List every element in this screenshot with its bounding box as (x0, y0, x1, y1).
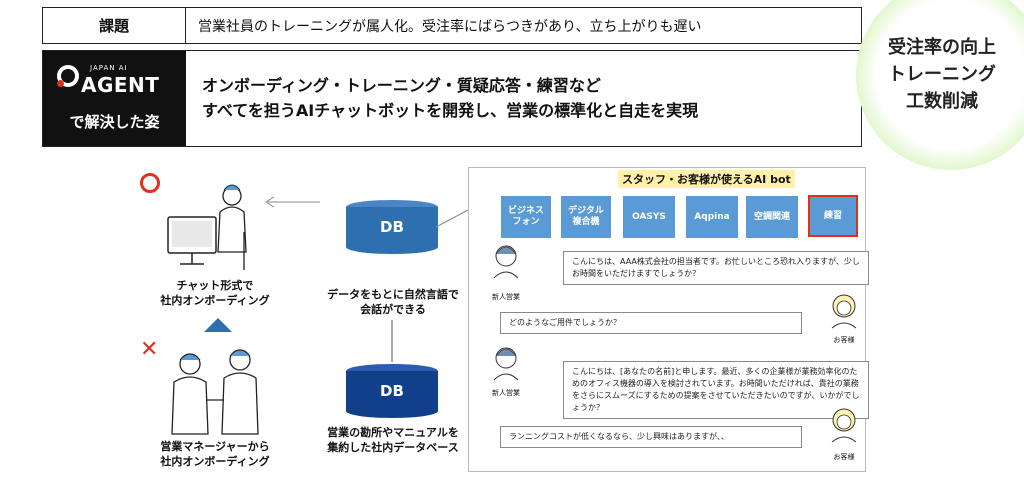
problem-text: 営業社員のトレーニングが属人化。受注率にばらつきがあり、立ち上がりも遅い (198, 18, 702, 35)
solution-text: オンボーディング・トレーニング・質疑応答・練習など すべてを担うAIチャットボッ… (186, 51, 861, 146)
problem-tag: 課題 (43, 8, 186, 43)
outcome-line-1: 受注率の向上 (888, 37, 996, 58)
chat-caption-line-2: 会話ができる (360, 303, 426, 316)
outcome-text: 受注率の向上 トレーニング 工数削減 (872, 34, 1012, 115)
msg-1: こんにちは、AAA株式会社の担当者です。お忙しいところ恐れ入りますが、少しお時間… (563, 251, 869, 285)
brand-logo: JAPAN AI AGENT で解決した姿 (43, 51, 186, 146)
customer-avatar-2-icon (831, 408, 857, 443)
db-bottom: DB (346, 364, 438, 418)
flow-arrow-up (391, 320, 393, 362)
brand-big: AGENT (81, 73, 160, 97)
brand-small: JAPAN AI (90, 64, 128, 72)
staff-avatar-2-icon (493, 347, 519, 381)
db-caption-line-1: 営業の勘所やマニュアルを (327, 426, 459, 439)
bad-mark-icon: ✕ (140, 337, 159, 362)
panel-title: スタッフ・お客様が使えるAI bot (618, 170, 795, 188)
outcome-line-2: トレーニング (888, 64, 996, 85)
msg-3: こんにちは、[あなたの名前]と申します。最近、多くの企業様が業務効率化のためのオ… (563, 361, 869, 419)
bad-caption-line-1: 営業マネージャーから (160, 440, 270, 453)
outcome-line-3: 工数削減 (906, 91, 978, 112)
outcome-bubble (856, 0, 1024, 170)
msg-4: ランニングコストが低くなるなら、少し興味はありますが、、 (500, 426, 802, 448)
db-top-base (346, 240, 438, 254)
chip-aqpina[interactable]: Aqpina (686, 196, 738, 238)
manager-meeting-illustration (171, 349, 259, 435)
db-caption-line-2: 集約した社内データベース (327, 441, 459, 454)
bad-caption: 営業マネージャーから 社内オンボーディング (150, 439, 280, 469)
problem-row: 課題 営業社員のトレーニングが属人化。受注率にばらつきがあり、立ち上がりも遅い (42, 7, 862, 44)
db-caption: 営業の勘所やマニュアルを 集約した社内データベース (318, 425, 468, 455)
msg-4-speaker: お客様 (833, 453, 855, 461)
upgrade-triangle-icon (204, 318, 232, 332)
flow-arrow-left (265, 196, 320, 208)
good-mark-icon (140, 173, 160, 193)
msg-2: どのようなご用件でしょうか？ (500, 312, 802, 334)
msg-1-speaker: 新人営業 (492, 293, 520, 301)
solution-line-1: オンボーディング・トレーニング・質疑応答・練習など (202, 76, 601, 95)
good-caption-line-1: チャット形式で (176, 279, 254, 292)
db-top: DB (346, 200, 438, 254)
logo-ring-icon (57, 65, 79, 87)
chip-practice[interactable]: 練習 (808, 195, 858, 237)
chat-caption: データをもとに自然言語で 会話ができる (318, 287, 468, 317)
msg-3-speaker: 新人営業 (492, 389, 520, 397)
msg-2-speaker: お客様 (833, 336, 855, 344)
solution-row: JAPAN AI AGENT で解決した姿 オンボーディング・トレーニング・質疑… (42, 50, 862, 147)
customer-avatar-icon (831, 294, 857, 329)
chip-oasys[interactable]: OASYS (623, 196, 675, 238)
solution-line-2: すべてを担うAIチャットボットを開発し、営業の標準化と自走を実現 (202, 101, 699, 120)
db-bottom-base (346, 404, 438, 418)
chat-caption-line-1: データをもとに自然言語で (327, 288, 459, 301)
chip-aircon[interactable]: 空調関連 (746, 196, 798, 238)
logo-dot-icon (57, 80, 64, 87)
good-caption: チャット形式で 社内オンボーディング (150, 278, 280, 308)
staff-avatar-icon (493, 245, 519, 279)
chip-digital-mfp[interactable]: デジタル複合機 (561, 196, 611, 238)
brand-sub: で解決した姿 (69, 113, 160, 131)
chip-business-phone[interactable]: ビジネスフォン (501, 196, 551, 238)
good-caption-line-2: 社内オンボーディング (160, 294, 270, 307)
bad-caption-line-2: 社内オンボーディング (160, 455, 270, 468)
person-computer-illustration (167, 184, 247, 270)
connector-line (436, 208, 471, 228)
